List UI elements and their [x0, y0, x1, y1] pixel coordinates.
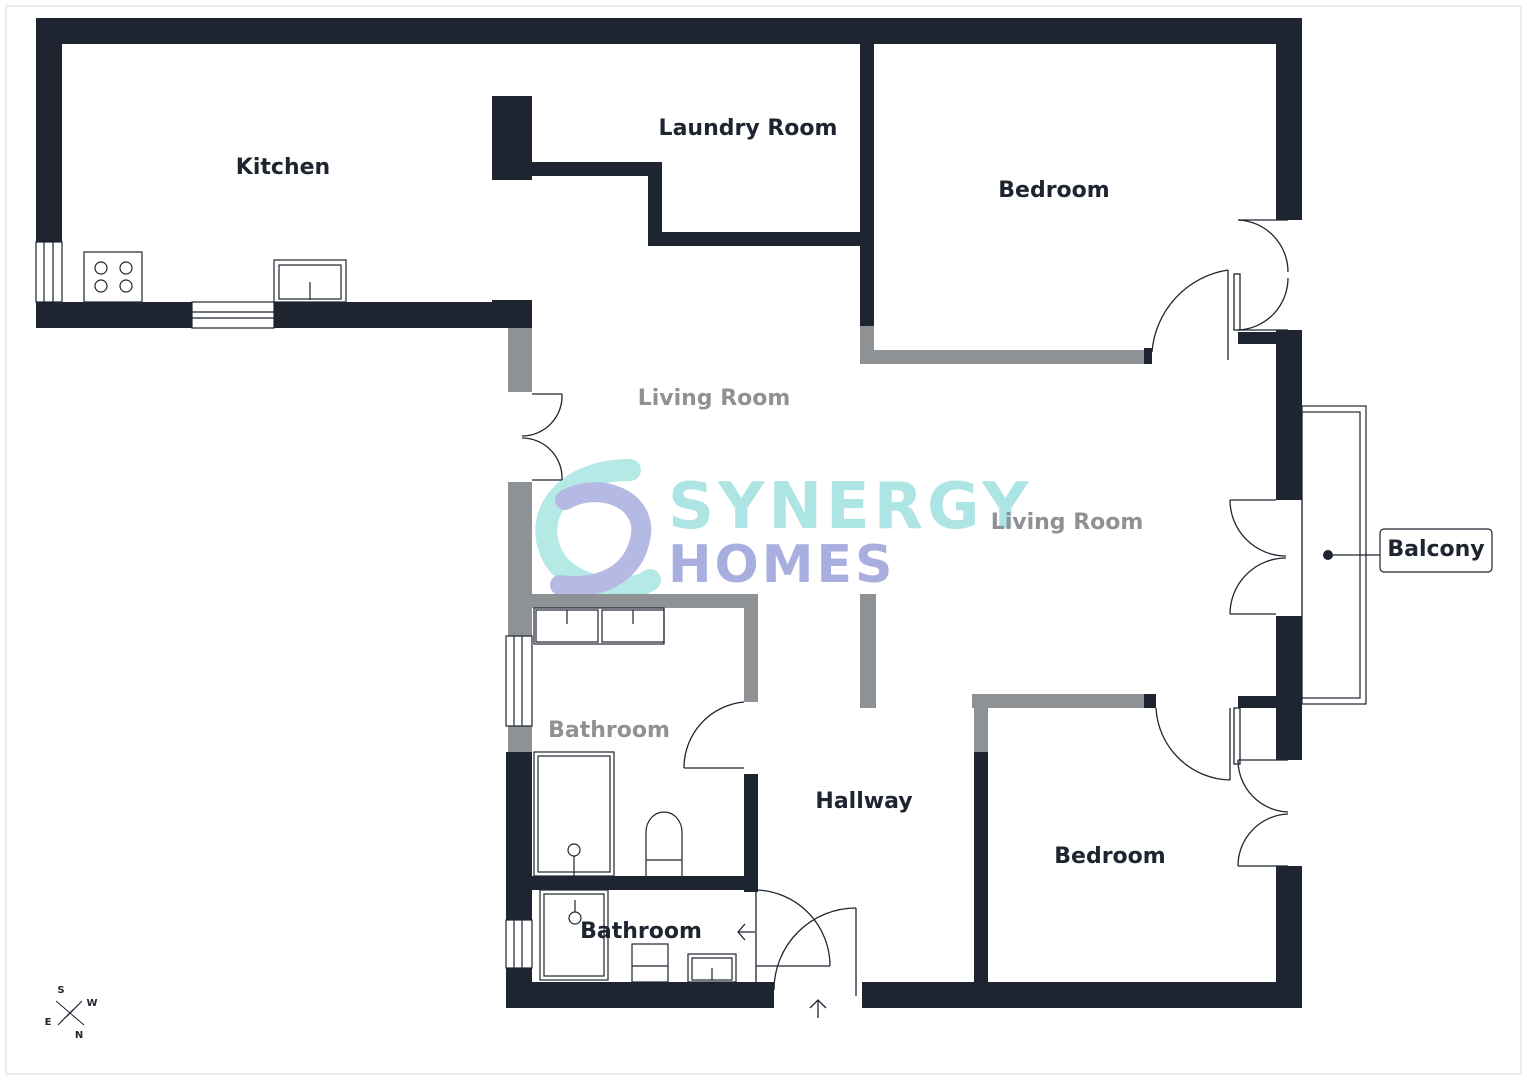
label-living-room-1: Living Room: [638, 386, 791, 411]
fixtures: [83, 251, 737, 983]
label-living-room-2: Living Room: [991, 510, 1144, 535]
toilet-icon: [645, 811, 683, 876]
label-kitchen: Kitchen: [236, 155, 330, 180]
balcony-callout: [1323, 528, 1493, 573]
watermark-line1: SYNERGY: [668, 470, 1032, 544]
label-bathroom-small: Bathroom: [580, 919, 702, 944]
watermark-line2: HOMES: [668, 535, 895, 595]
compass-e: E: [45, 1017, 52, 1028]
doors: [521, 219, 1289, 1018]
toilet-icon-2: [631, 943, 669, 983]
label-bedroom-top: Bedroom: [998, 178, 1109, 203]
cooktop-icon: [83, 251, 143, 303]
label-hallway: Hallway: [815, 789, 912, 814]
walls-interior-grey: [508, 326, 1144, 752]
watermark-logo: SYNERGY HOMES: [535, 459, 1032, 600]
compass-w: W: [86, 998, 97, 1009]
vanity-icon: [533, 607, 665, 645]
page-border: [5, 5, 1522, 1075]
walls-exterior: [36, 18, 1302, 1008]
label-bathroom-main: Bathroom: [548, 718, 670, 743]
label-bedroom-bottom: Bedroom: [1054, 844, 1165, 869]
label-laundry-room: Laundry Room: [659, 116, 838, 141]
basin-icon: [687, 953, 737, 983]
windows: [35, 241, 1367, 969]
compass-s: S: [57, 985, 64, 996]
label-balcony: Balcony: [1387, 537, 1484, 562]
shower-tray-icon-2: [539, 889, 609, 981]
kitchen-sink-icon: [273, 259, 347, 303]
compass-icon: S W E N: [45, 985, 98, 1041]
compass-n: N: [75, 1030, 83, 1041]
